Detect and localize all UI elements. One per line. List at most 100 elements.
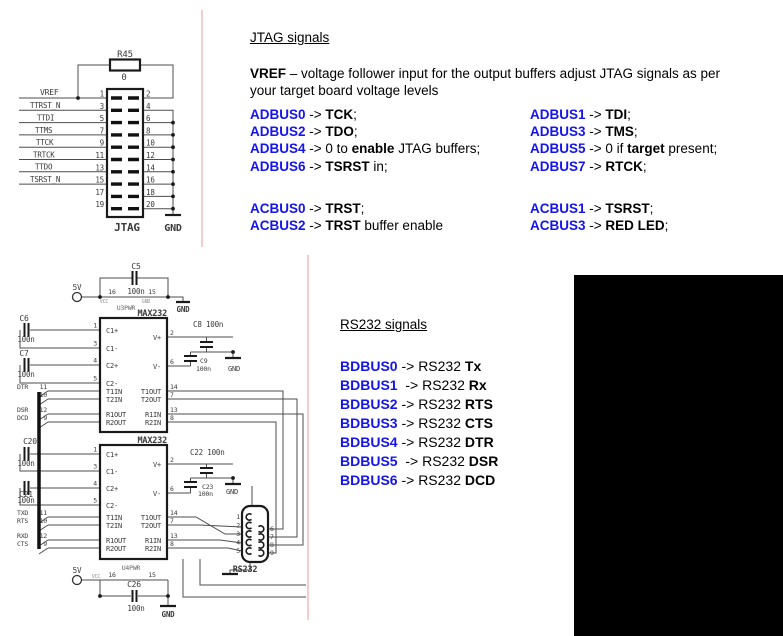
- schematic-label: R2OUT: [106, 545, 127, 553]
- schematic-label: 100n: [17, 459, 34, 468]
- schematic-label: 8: [170, 540, 174, 548]
- schematic-label: R1OUT: [106, 411, 127, 419]
- schematic-label: 14: [146, 163, 155, 172]
- signal-line: ADBUS1 -> TDI;: [530, 107, 631, 122]
- db9-connector-body: [240, 504, 270, 564]
- schematic-label: C2+: [106, 485, 118, 493]
- schematic-label: 7: [270, 533, 274, 541]
- schematic-label: 15: [148, 571, 156, 579]
- schematic-label: C2-: [106, 380, 118, 388]
- schematic-label: 1: [236, 513, 240, 521]
- schematic-label: 8: [270, 541, 274, 549]
- schematic-label: 100n: [127, 287, 144, 296]
- schematic-label: 3: [93, 463, 97, 471]
- schematic-label: 1: [93, 446, 97, 454]
- schematic-label: 9: [100, 139, 104, 148]
- schematic-label: GND: [164, 223, 182, 234]
- schematic-label: MAX232: [137, 309, 167, 319]
- jtag-connector-body: [105, 87, 145, 219]
- schematic-label: TTMS: [35, 126, 53, 135]
- rs232-components: [98, 300, 270, 608]
- schematic-label: TTCK: [36, 138, 54, 147]
- schematic-label: 5: [93, 497, 97, 505]
- schematic-label: V-: [153, 490, 161, 498]
- schematic-label: 6: [146, 114, 151, 123]
- schematic-label: 100n: [198, 490, 213, 498]
- jtag-signals-heading: JTAG signals: [250, 30, 330, 45]
- schematic-label: 12: [40, 532, 48, 540]
- schematic-label: R2OUT: [106, 419, 127, 427]
- schematic-label: T2OUT: [141, 522, 162, 530]
- schematic-label: C8 100n: [193, 320, 223, 329]
- schematic-label: TRTCK: [33, 150, 55, 159]
- schematic-label: 1: [93, 322, 97, 330]
- schematic-label: GND: [226, 488, 238, 496]
- schematic-label: R2IN: [145, 545, 161, 553]
- rs232-wires: [19, 277, 306, 606]
- 5v-supply-icon: [71, 291, 83, 303]
- schematic-label: TXD: [17, 509, 28, 517]
- schematic-label: VREF: [40, 88, 59, 97]
- schematic-label: 18: [146, 188, 155, 197]
- schematic-label: C20: [23, 437, 37, 446]
- jtag-signal-list-col2: ADBUS1 -> TDI;ADBUS3 -> TMS;ADBUS5 -> 0 …: [530, 106, 717, 234]
- page-border-line: [201, 10, 309, 620]
- schematic-label: DSR: [17, 406, 28, 414]
- schematic-label: 5: [236, 547, 240, 555]
- schematic-label: 100n: [196, 365, 211, 373]
- schematic-label: 5: [93, 375, 97, 383]
- vref-description: VREF – voltage follower input for the ou…: [250, 66, 721, 98]
- schematic-label: MAX232: [137, 436, 167, 446]
- schematic-label: U3PWR: [117, 304, 136, 312]
- max232-ic-1: [98, 316, 169, 434]
- signal-line: BDBUS0 -> RS232 Tx: [340, 358, 482, 374]
- schematic-label: 1: [100, 90, 104, 99]
- schematic-label: R2IN: [145, 419, 161, 427]
- schematic-label: 4: [236, 539, 240, 547]
- schematic-label: 7: [170, 391, 174, 399]
- schematic-label: 9: [270, 549, 274, 557]
- schematic-label: 2: [170, 329, 174, 337]
- schematic-label: GND: [228, 365, 240, 373]
- schematic-label: DTR: [17, 383, 28, 391]
- black-panel: [574, 275, 783, 636]
- schematic-label: R45: [117, 50, 133, 60]
- schematic-label: 7: [100, 126, 104, 135]
- max232-ic-2: [98, 443, 169, 561]
- schematic-label: 0: [121, 73, 126, 83]
- schematic-label: GND: [177, 305, 191, 314]
- schematic-label: 14: [170, 509, 178, 517]
- schematic-label: C9: [200, 357, 208, 365]
- resistor-r45: [108, 58, 142, 72]
- schematic-label: 13: [170, 532, 178, 540]
- schematic-label: V-: [153, 363, 161, 371]
- schematic-label: 12: [40, 406, 48, 414]
- schematic-label: C1+: [106, 451, 118, 459]
- jtag-junction-dots: [76, 96, 175, 211]
- schematic-label: 10: [40, 391, 48, 399]
- schematic-label: CTS: [17, 540, 28, 548]
- schematic-label: C1-: [106, 468, 118, 476]
- signal-line: BDBUS1 -> RS232 Rx: [340, 377, 487, 393]
- schematic-label: 5V: [73, 566, 82, 575]
- schematic-label: 2: [146, 90, 150, 99]
- schematic-label: C2+: [106, 362, 118, 370]
- schematic-label: 13: [95, 163, 104, 172]
- rs232-signals-heading: RS232 signals: [340, 317, 428, 332]
- jtag-signal-list-col1: ADBUS0 -> TCK;ADBUS2 -> TDO;ADBUS4 -> 0 …: [250, 106, 480, 234]
- schematic-label: DCD: [17, 414, 28, 422]
- schematic-label: 12: [146, 151, 155, 160]
- schematic-label: TTRST_N: [30, 101, 60, 110]
- schematic-label: R1IN: [145, 537, 161, 545]
- signal-line: ACBUS2 -> TRST buffer enable: [250, 218, 443, 234]
- schematic-label: R1IN: [145, 411, 161, 419]
- jtag-schematic-labels: R450VREFTTRST_NTTDITTMSTTCKTRTCKTTDOTSRS…: [30, 50, 182, 234]
- schematic-label: JTAG: [114, 221, 140, 234]
- schematic-label: 10: [146, 139, 155, 148]
- schematic-label: C5: [131, 262, 141, 271]
- schematic-label: R1OUT: [106, 537, 127, 545]
- schematic-label: GND: [142, 299, 151, 305]
- schematic-label: 13: [170, 406, 178, 414]
- 5v-supply-icon: [71, 574, 83, 586]
